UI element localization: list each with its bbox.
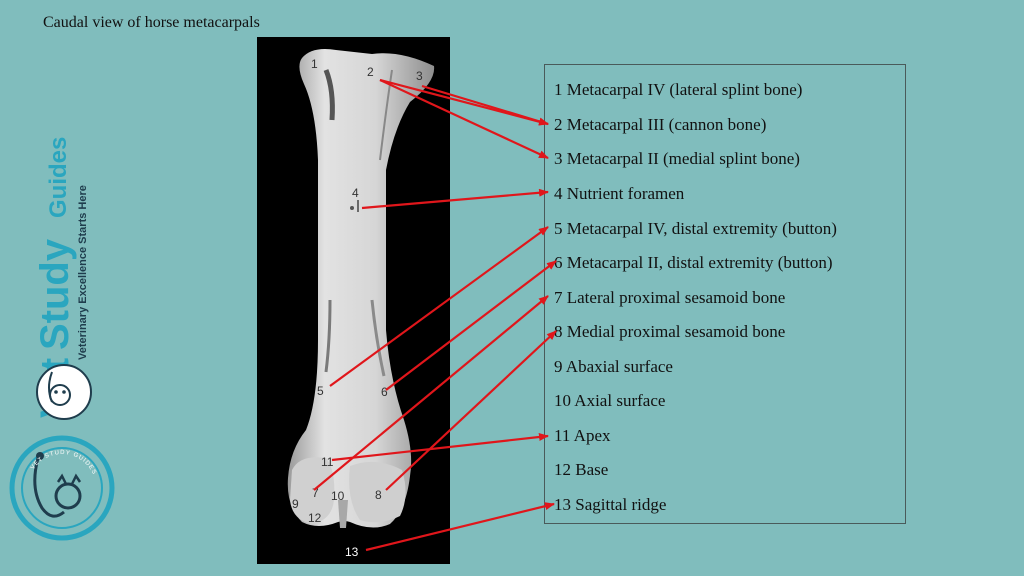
legend-item-2: 2 Metacarpal III (cannon bone) bbox=[554, 115, 767, 134]
dog-icon bbox=[36, 364, 92, 420]
image-label-3: 3 bbox=[416, 69, 423, 83]
image-label-4: 4 bbox=[352, 186, 359, 200]
image-label-7: 7 bbox=[312, 486, 319, 500]
legend-item-8: 8 Medial proximal sesamoid bone bbox=[554, 322, 786, 341]
image-label-1: 1 bbox=[311, 57, 318, 71]
legend-item-11: 11 Apex bbox=[554, 426, 611, 445]
arrow-to-item-5 bbox=[329, 226, 549, 387]
brand-name-study: Study bbox=[33, 238, 77, 350]
arrow-to-item-13 bbox=[365, 502, 555, 552]
figure-title: Caudal view of horse metacarpals bbox=[43, 14, 260, 31]
badge-icon bbox=[9, 435, 115, 541]
image-label-5: 5 bbox=[317, 384, 324, 398]
image-label-13: 13 bbox=[345, 545, 359, 559]
legend-item-7: 7 Lateral proximal sesamoid bone bbox=[554, 288, 786, 307]
arrow-to-item-8 bbox=[385, 330, 557, 491]
arrow-to-item-7 bbox=[313, 295, 549, 491]
image-label-11: 11 bbox=[321, 455, 334, 469]
arrow-to-item-4 bbox=[361, 188, 549, 210]
legend-item-9: 9 Abaxial surface bbox=[554, 357, 673, 376]
arrow-to-item-2b bbox=[421, 84, 549, 126]
legend-item-12: 12 Base bbox=[554, 460, 609, 479]
brand-name-guides: Guides bbox=[45, 137, 72, 218]
legend-item-10: 10 Axial surface bbox=[554, 391, 666, 410]
image-label-2: 2 bbox=[367, 65, 374, 79]
image-label-8: 8 bbox=[375, 488, 382, 502]
legend-item-4: 4 Nutrient foramen bbox=[554, 184, 685, 203]
arrow-to-item-6 bbox=[385, 260, 557, 391]
legend-item-3: 3 Metacarpal II (medial splint bone) bbox=[554, 149, 800, 168]
image-label-9: 9 bbox=[292, 497, 299, 511]
image-label-6: 6 bbox=[381, 385, 388, 399]
legend-box: 1 Metacarpal IV (lateral splint bone) 2 … bbox=[544, 64, 906, 524]
image-label-10: 10 bbox=[331, 489, 345, 503]
cannon-bone bbox=[287, 49, 435, 528]
brand-tagline: Veterinary Excellence Starts Here bbox=[77, 185, 89, 360]
image-label-12: 12 bbox=[308, 511, 322, 525]
arrow-to-item-3 bbox=[379, 79, 549, 159]
legend-item-1: 1 Metacarpal IV (lateral splint bone) bbox=[554, 80, 803, 99]
legend-item-13: 13 Sagittal ridge bbox=[554, 495, 667, 514]
legend-item-6: 6 Metacarpal II, distal extremity (butto… bbox=[554, 253, 833, 272]
legend-item-5: 5 Metacarpal IV, distal extremity (butto… bbox=[554, 219, 837, 238]
arrow-to-item-11 bbox=[331, 433, 549, 462]
